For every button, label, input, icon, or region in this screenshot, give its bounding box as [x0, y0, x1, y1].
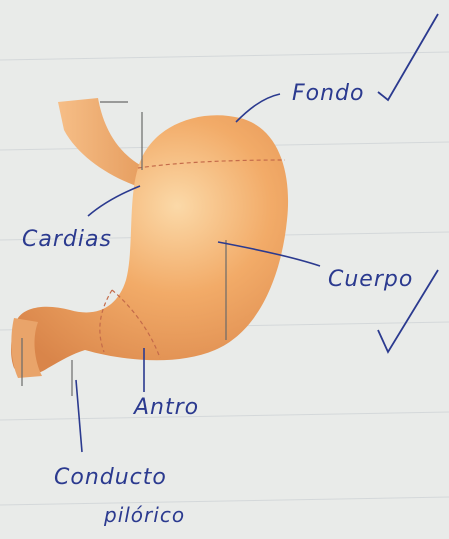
label-pilorico: pilórico	[103, 503, 185, 527]
label-conducto: Conducto	[54, 465, 167, 490]
label-fondo: Fondo	[292, 81, 364, 106]
label-antro: Antro	[132, 395, 199, 420]
checkmark-top	[378, 14, 438, 100]
label-cuerpo: Cuerpo	[328, 267, 413, 292]
label-cardias: Cardias	[22, 227, 112, 252]
